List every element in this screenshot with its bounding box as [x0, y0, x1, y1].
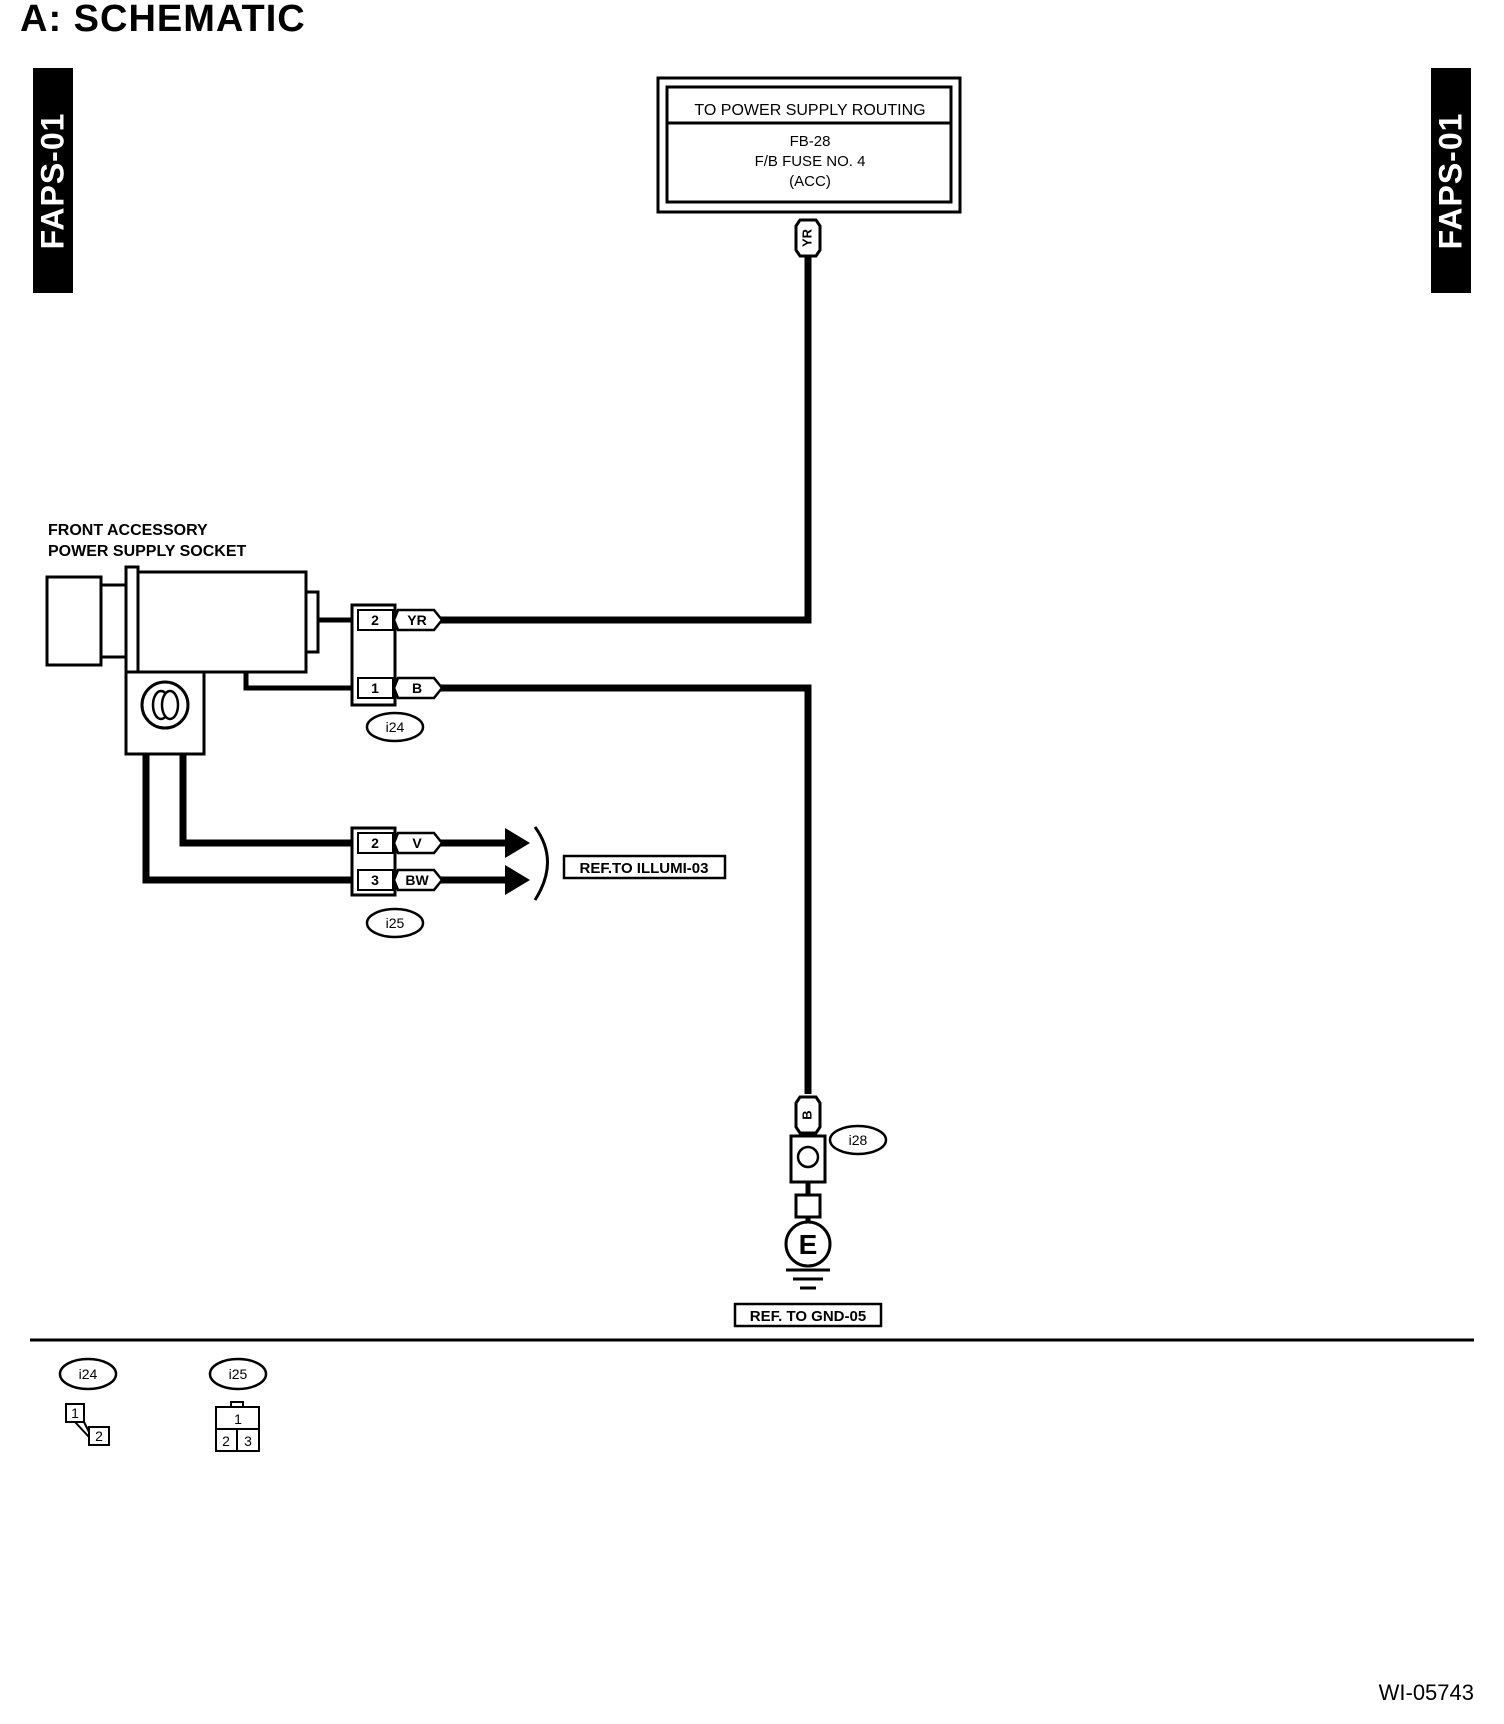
- legend-i24-pin-2: 2: [95, 1428, 103, 1444]
- wire-yr: [438, 252, 812, 624]
- legend-i24-id: i24: [79, 1366, 98, 1382]
- ref-illumi-label: REF.TO ILLUMI-03: [580, 860, 709, 877]
- wire-label-b-bottom: B: [794, 1095, 822, 1135]
- wire-bw: [142, 754, 510, 884]
- i24-pin-1: 1: [371, 680, 379, 696]
- illumi-arrows: REF.TO ILLUMI-03: [505, 826, 727, 901]
- i24-wire-yr: YR: [407, 612, 426, 628]
- i25-pin-2: 2: [371, 835, 379, 851]
- i25-wire-bw: BW: [405, 872, 429, 888]
- power-box-line3: (ACC): [789, 173, 831, 190]
- ground-connector-i28: E i28 REF. TO GND-05: [733, 1124, 888, 1328]
- wire-top-label: YR: [799, 228, 814, 247]
- legend-i25-id: i25: [229, 1366, 248, 1382]
- legend-i25-pin-3: 3: [244, 1433, 252, 1449]
- power-supply-socket: [45, 565, 320, 756]
- wire-v: [179, 754, 510, 847]
- legend-i25: i25 1 2 3: [208, 1357, 268, 1452]
- legend-i25-pin-2: 2: [222, 1433, 230, 1449]
- i25-wire-v: V: [412, 835, 422, 851]
- side-tab-left: FAPS-01: [33, 68, 73, 293]
- power-box-header: TO POWER SUPPLY ROUTING: [694, 102, 925, 119]
- connector-i25: 2 3 V BW i25: [350, 826, 444, 939]
- legend-i25-pin-1: 1: [234, 1411, 242, 1427]
- i25-id-label: i25: [386, 915, 405, 931]
- power-supply-box: TO POWER SUPPLY ROUTING FB-28 F/B FUSE N…: [656, 76, 962, 214]
- legend-i24-pin-1: 1: [71, 1405, 79, 1421]
- legend-i24: i24 1 2: [58, 1357, 118, 1446]
- wire-bottom-label: B: [799, 1110, 814, 1119]
- power-box-line2: F/B FUSE NO. 4: [755, 153, 866, 170]
- document-id: WI-05743: [1378, 1680, 1474, 1705]
- i24-wire-b: B: [412, 680, 422, 696]
- wire-b: [438, 684, 812, 1094]
- i24-id-label: i24: [386, 719, 405, 735]
- ground-symbol-e: E: [799, 1229, 818, 1260]
- section-title: A: SCHEMATIC: [20, 0, 306, 40]
- i25-pin-3: 3: [371, 872, 379, 888]
- wire-label-yr-top: YR: [794, 218, 822, 258]
- component-label-line1: FRONT ACCESSORY: [48, 522, 208, 539]
- side-tab-right: FAPS-01: [1431, 68, 1471, 293]
- socket-lead-b: [243, 672, 352, 691]
- connector-i24: 2 1 YR B i24: [350, 603, 444, 743]
- ref-gnd-label: REF. TO GND-05: [750, 1308, 866, 1325]
- i24-pin-2: 2: [371, 612, 379, 628]
- power-box-line1: FB-28: [790, 133, 831, 150]
- component-label-line2: POWER SUPPLY SOCKET: [48, 543, 246, 560]
- i28-id-label: i28: [849, 1132, 868, 1148]
